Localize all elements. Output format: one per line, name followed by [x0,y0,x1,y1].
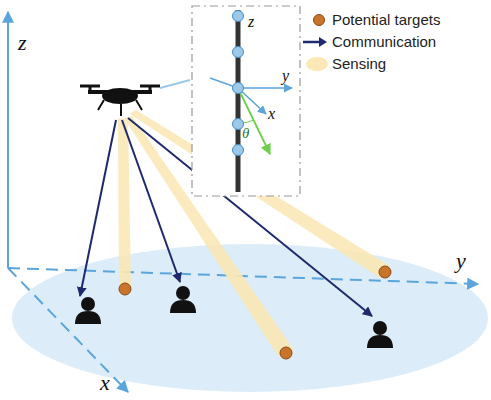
angle-label: θ [242,126,249,141]
uav-drone [149,86,152,93]
array-inset [233,47,244,58]
communication-arrow [80,120,116,296]
user-icon [373,321,387,335]
array-inset [236,10,241,192]
array-inset [233,145,244,156]
legend-text: Sensing [332,56,386,71]
user-icon [176,286,190,300]
inset-axis-label: z [248,14,254,30]
ground-ellipse [12,244,488,392]
axis-label: x [100,372,110,394]
uav-drone [89,86,92,93]
target-dot [119,266,391,359]
legend-text: Potential targets [332,12,440,27]
legend-arrow [319,37,327,47]
target-dot [280,347,292,359]
uav-drone [160,80,190,88]
array-inset [233,83,244,94]
target-dot [379,266,391,278]
sensing-beam [118,118,131,288]
axis-label: z [18,32,27,54]
communication-arrow [122,120,180,282]
user-icon [367,335,393,348]
coordinate-axes [7,12,9,268]
uav-drone [102,88,138,104]
legend-dot [313,14,325,26]
legend-arrow [302,36,328,48]
array-inset [233,119,244,130]
array-inset [233,11,244,22]
array-inset [233,11,244,156]
uav-drone [120,104,122,116]
user-icon [75,311,101,324]
array-inset [238,87,292,89]
coordinate-axes [8,268,128,392]
user-icon [170,300,196,313]
legend-arrow [303,41,320,44]
legend-text: Communication [332,34,436,49]
user-icon [81,297,95,311]
user-icon [75,286,393,348]
target-dot [119,283,131,295]
array-inset [192,6,300,196]
uav-drone [80,80,190,116]
axis-label: y [456,250,466,272]
inset-axis-label: y [282,68,289,84]
legend-swatch [306,57,328,71]
ground-ellipse [12,244,488,392]
inset-axis-label: x [268,106,275,122]
array-inset [192,6,300,196]
